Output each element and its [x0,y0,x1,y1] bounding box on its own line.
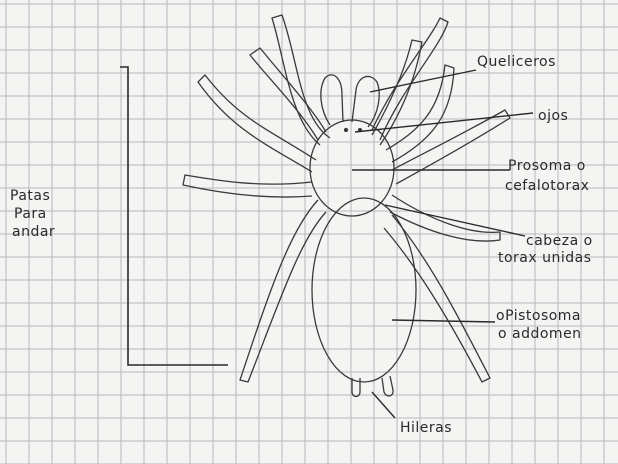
label-prosoma-line2: cefalotorax [505,178,589,194]
label-ojos: ojos [538,108,568,124]
label-patas-line1: Patas [10,188,50,204]
spinneret-right [382,376,393,396]
label-opistosoma-line1: oPistosoma [496,308,581,324]
label-opistosoma-line2: o addomen [498,326,582,342]
spider-drawing [183,15,510,397]
leg-left-2 [198,75,316,172]
leg-right-front-long [372,18,448,140]
cephalothorax [310,120,394,216]
leg-left-3 [183,175,312,197]
leader-ojos [355,113,533,132]
leg-left-4 [240,200,326,382]
label-cabeza-line1: cabeza o [526,233,593,249]
label-prosoma-line1: Prosoma o [508,158,586,174]
eye-left [345,129,348,132]
leader-opistosoma [392,320,495,322]
legs-bracket [120,67,228,365]
label-patas-line2: Para [14,206,47,222]
label-cabeza-line2: torax unidas [498,250,592,266]
label-hileras: Hileras [400,420,452,436]
label-patas-line3: andar [12,224,55,240]
chelicera-left [321,75,343,125]
label-queliceros: Queliceros [477,54,556,70]
